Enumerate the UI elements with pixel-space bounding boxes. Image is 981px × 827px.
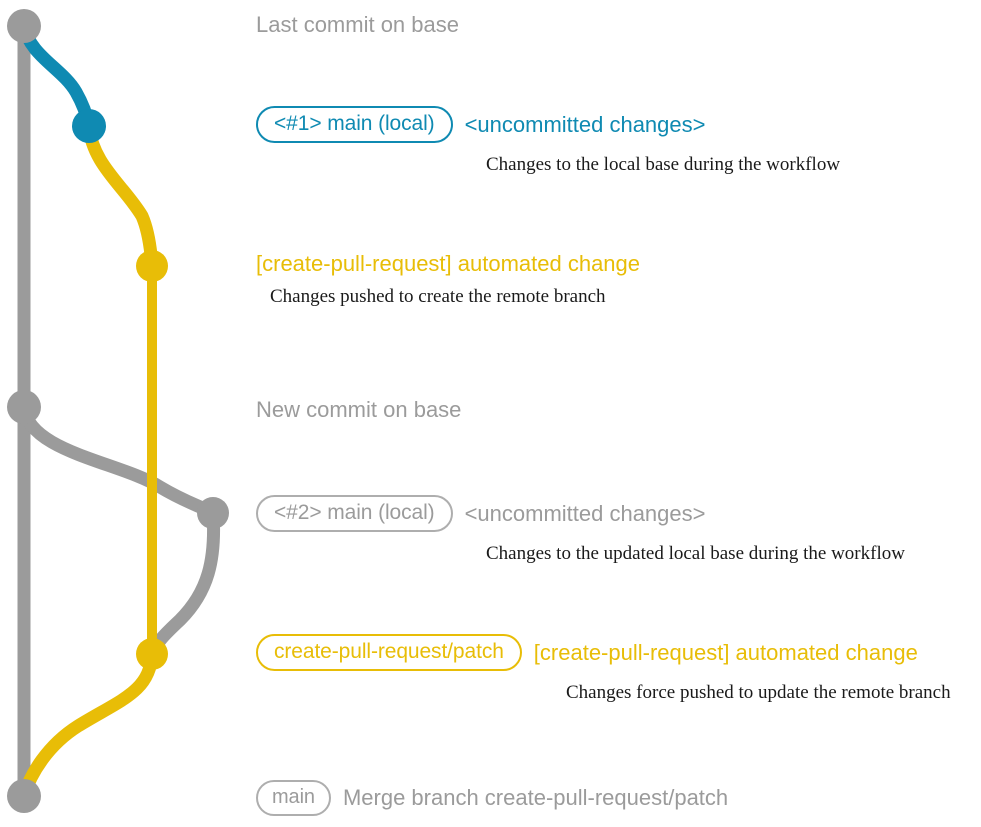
commit-headline: [create-pull-request] automated change bbox=[256, 251, 641, 276]
branch-chip-create-pull-request-patch[interactable]: create-pull-request/patch bbox=[256, 634, 522, 671]
commit-description: Changes pushed to create the remote bran… bbox=[270, 286, 606, 307]
commit-description: Changes force pushed to update the remot… bbox=[566, 682, 951, 703]
commit-subject: <uncommitted changes> bbox=[464, 111, 706, 137]
commit-subject: Merge branch create-pull-request/patch bbox=[342, 785, 729, 810]
commit-headline: New commit on base bbox=[256, 397, 462, 422]
commit-entry-automated-change-2: create-pull-request/patch [create-pull-r… bbox=[256, 634, 951, 702]
commit-subject: <uncommitted changes> bbox=[464, 500, 706, 526]
commit-entry-last-commit-on-base: Last commit on base bbox=[256, 14, 459, 36]
branch-chip-local-main-1[interactable]: <#1> main (local) bbox=[256, 106, 453, 143]
commit-entry-local-main-2: <#2> main (local) <uncommitted changes> … bbox=[256, 495, 905, 563]
branch-chip-local-main-2[interactable]: <#2> main (local) bbox=[256, 495, 453, 532]
commit-entry-local-main-1: <#1> main (local) <uncommitted changes> … bbox=[256, 106, 840, 174]
branch-chip-main[interactable]: main bbox=[256, 780, 331, 816]
commit-description: Changes to the local base during the wor… bbox=[486, 154, 841, 175]
commit-description: Changes to the updated local base during… bbox=[486, 543, 905, 564]
commit-headline: Last commit on base bbox=[256, 12, 459, 37]
commit-subject: [create-pull-request] automated change bbox=[533, 639, 918, 665]
commit-entry-automated-change-1: [create-pull-request] automated change C… bbox=[256, 251, 641, 307]
commit-entry-merge-commit: main Merge branch create-pull-request/pa… bbox=[256, 780, 728, 816]
commit-entry-new-commit-on-base: New commit on base bbox=[256, 399, 461, 421]
